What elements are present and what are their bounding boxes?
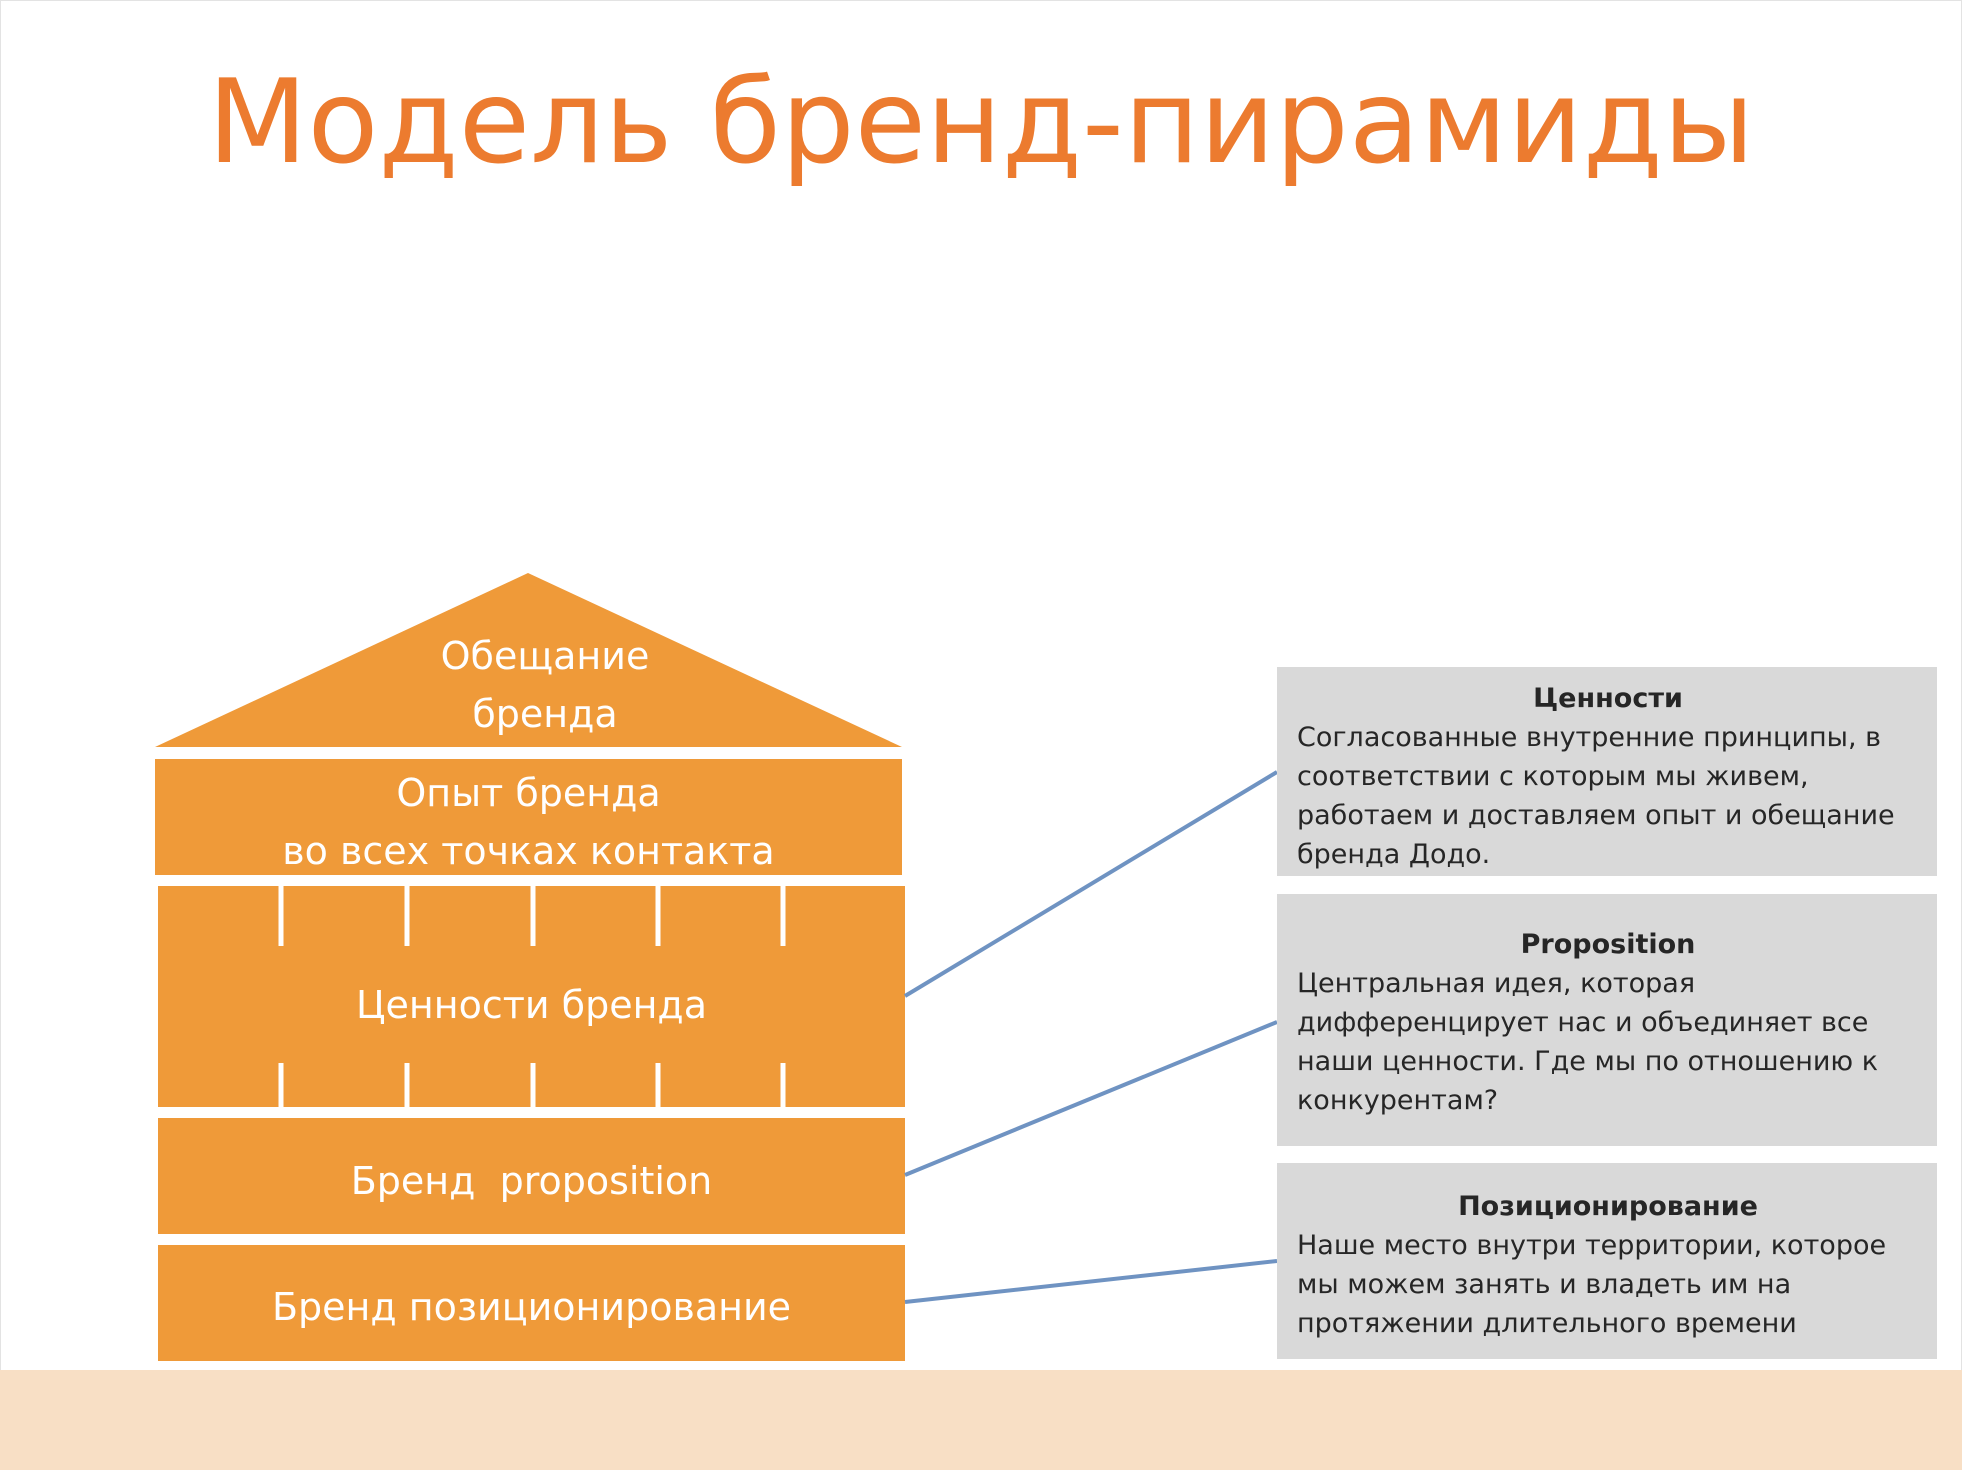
roof-label-line2: бренда xyxy=(472,692,618,736)
experience-label-line2: во всех точках контакта xyxy=(282,829,775,873)
info-box-values-text: Согласованные внутренние принципы, в соо… xyxy=(1297,722,1895,870)
info-box-proposition-title: Proposition xyxy=(1520,929,1696,960)
roof-label: Обещание бренда xyxy=(345,627,745,743)
values-column-dividers-bottom xyxy=(278,1063,786,1107)
positioning-label: Бренд позиционирование xyxy=(271,1285,792,1329)
connector-positioning xyxy=(904,1259,1278,1304)
connector-lines xyxy=(903,770,1279,1304)
pyramid-roof xyxy=(155,573,902,747)
info-box-proposition-text: Центральная идея, которая дифференцирует… xyxy=(1297,968,1879,1116)
info-box-values: Ценности Согласованные внутренние принци… xyxy=(1277,667,1937,876)
info-box-proposition: Proposition Центральная идея, которая ди… xyxy=(1277,894,1937,1146)
pyramid-proposition-block xyxy=(158,1118,905,1234)
info-box-positioning-text: Наше место внутри территории, которое мы… xyxy=(1297,1230,1887,1339)
experience-label: Опыт бренда во всех точках контакта xyxy=(155,764,902,880)
footer-band xyxy=(0,1370,1962,1470)
connector-proposition xyxy=(904,1020,1278,1177)
slide-title: Модель бренд-пирамиды xyxy=(207,55,1755,190)
proposition-label: Бренд proposition xyxy=(350,1159,713,1203)
info-box-positioning-title: Позиционирование xyxy=(1458,1191,1758,1222)
values-label: Ценности бренда xyxy=(356,983,707,1027)
experience-label-line1: Опыт бренда xyxy=(396,771,661,815)
roof-label-line1: Обещание xyxy=(440,634,650,678)
pyramid-positioning-block xyxy=(158,1245,905,1361)
pyramid-experience-block xyxy=(155,759,902,875)
values-column-dividers-top xyxy=(278,886,786,946)
connector-values xyxy=(903,770,1279,998)
info-box-values-title: Ценности xyxy=(1533,683,1683,714)
info-box-positioning: Позиционирование Наше место внутри терри… xyxy=(1277,1163,1937,1359)
